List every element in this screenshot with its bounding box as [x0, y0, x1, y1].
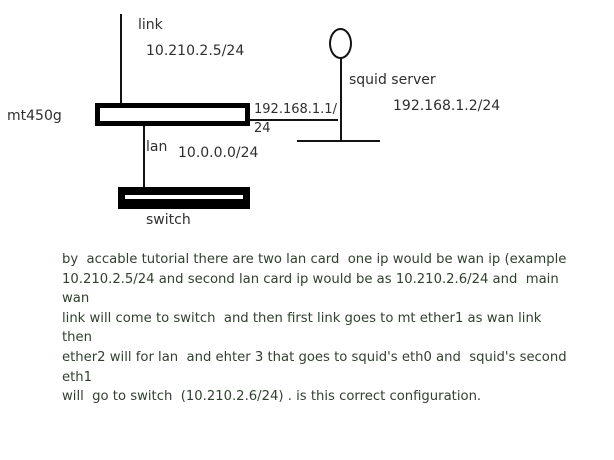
router-mt450g: [95, 103, 250, 126]
router-squid-address-line2: 24: [254, 121, 271, 136]
switch-device: [118, 187, 250, 209]
router-to-squid-line: [248, 119, 338, 121]
squid-server-label: squid server: [349, 72, 436, 88]
switch-label: switch: [146, 212, 191, 228]
wan-link-address: 10.210.2.5/24: [146, 43, 245, 59]
router-label: mt450g: [7, 108, 62, 124]
squid-base-line: [297, 140, 380, 142]
switch-stripe: [125, 195, 243, 199]
squid-interface-address: 192.168.1.2/24: [393, 98, 501, 114]
wan-link-label: link: [138, 17, 163, 33]
squid-stem-line: [340, 57, 342, 141]
lan-link-address: 10.0.0.0/24: [178, 145, 259, 161]
wan-link-line: [120, 14, 122, 106]
notes-paragraph: by accable tutorial there are two lan ca…: [62, 252, 567, 405]
lan-link-label: lan: [146, 139, 168, 155]
lan-link-line: [143, 124, 145, 190]
squid-server-node: [329, 28, 352, 59]
router-squid-address-line1: 192.168.1.1/: [254, 102, 337, 117]
